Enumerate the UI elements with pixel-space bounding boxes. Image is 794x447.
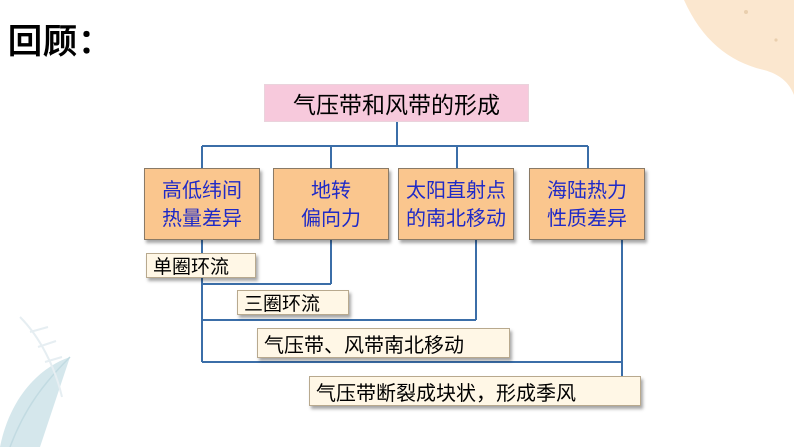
diagram-root-node: 气压带和风带的形成 [264,84,529,122]
result-three-cell-circulation: 三圈环流 [237,290,349,315]
factor-latitude-heat-difference: 高低纬间 热量差异 [144,168,260,240]
result-single-cell-circulation: 单圈环流 [146,253,256,278]
factor-land-sea-thermal-difference: 海陆热力 性质差异 [529,168,645,240]
factor-subsolar-point-shift: 太阳直射点 的南北移动 [398,168,514,240]
result-belts-seasonal-shift: 气压带、风带南北移动 [257,328,510,358]
factor-coriolis-force: 地转 偏向力 [273,168,389,240]
result-monsoon-formation: 气压带断裂成块状，形成季风 [309,376,641,406]
